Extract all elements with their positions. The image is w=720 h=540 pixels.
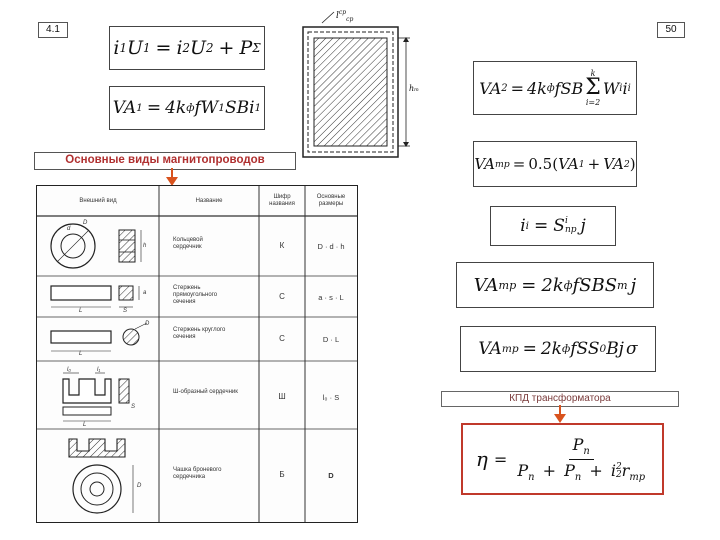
row-code-toroid: К <box>279 241 285 250</box>
row-name-round-bar: Стержень круглого сечения <box>173 327 226 340</box>
sum-operator: k Σ i=2 <box>585 69 601 107</box>
header-name: Название <box>195 198 223 204</box>
round-label-D: D <box>145 321 150 327</box>
row-code-rect-bar: С <box>279 292 285 301</box>
row-dims-rect-bar: a · s · L <box>318 293 344 302</box>
diagram-side-label: hₘ <box>409 84 420 93</box>
page-number-left: 4.1 <box>38 22 68 38</box>
w-core-sketch <box>62 372 130 422</box>
w-label-L: L <box>83 422 87 428</box>
efficiency-arrow-icon <box>554 405 566 423</box>
header-dimensions: Основные размеры <box>316 194 346 207</box>
round-label-L: L <box>79 351 83 357</box>
section-title: Основные виды магнитопроводов <box>34 152 296 170</box>
page-number-right: 50 <box>657 22 685 38</box>
core-types-table: Внешний вид Название Шифр названия Основ… <box>36 185 358 523</box>
toroid-label-h: h <box>143 243 147 249</box>
w-label-l1: l₁ <box>97 367 101 373</box>
toroid-label-D: D <box>83 220 88 226</box>
row-dims-pot-core: D <box>328 471 334 480</box>
title-arrow-icon <box>166 168 178 186</box>
header-code: Шифр названия <box>269 194 295 207</box>
row-name-rect-bar: Стержень прямоугольного сечения <box>173 285 218 305</box>
row-code-w-core: Ш <box>278 392 286 401</box>
toroid-label-d: d <box>67 226 71 232</box>
row-name-pot-core: Чашка броневого сердечника <box>173 467 222 480</box>
row-code-pot-core: Б <box>279 470 285 479</box>
round-bar-sketch <box>50 322 148 352</box>
rect-label-L: L <box>79 308 83 314</box>
w-label-S: S <box>131 404 136 410</box>
w-label-l0: l₀ <box>67 367 71 373</box>
toroid-core-sketch <box>50 223 142 269</box>
header-appearance: Внешний вид <box>79 198 117 204</box>
row-dims-toroid: D · d · h <box>317 242 345 251</box>
rect-label-a: a <box>143 290 147 296</box>
row-name-toroid: Кольцевой сердечник <box>173 237 203 250</box>
rect-bar-sketch <box>50 285 140 308</box>
rect-label-S: S <box>123 308 128 314</box>
pot-label-D: D <box>137 483 142 489</box>
pot-core-sketch <box>68 438 134 514</box>
row-dims-round-bar: D · L <box>322 335 340 344</box>
row-code-round-bar: С <box>279 334 285 343</box>
core-section-diagram <box>302 11 410 158</box>
table-grid <box>37 186 357 522</box>
row-dims-w-core: l₀ · S <box>322 393 340 402</box>
row-name-w-core: Ш-образный сердечник <box>173 389 238 395</box>
diagram-top-label: lcpcp <box>336 9 354 23</box>
